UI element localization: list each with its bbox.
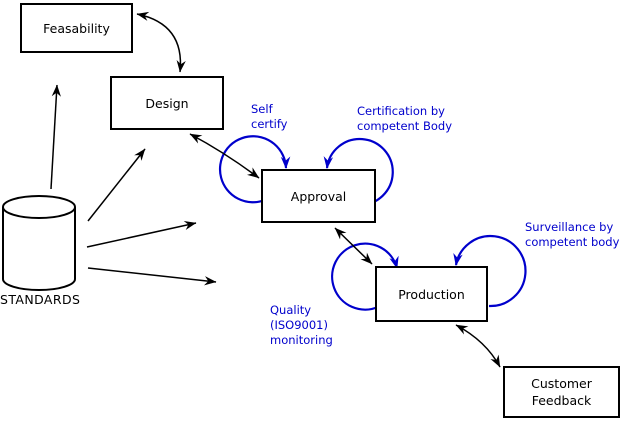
edge-feasability-design bbox=[136, 11, 186, 73]
annotation-surveillance-by-competent-body: Surveillance by competent body bbox=[525, 220, 620, 249]
database-cylinder-shape bbox=[2, 195, 76, 291]
node-design: Design bbox=[110, 76, 224, 130]
edge-production-feedback bbox=[455, 324, 501, 368]
node-design-label: Design bbox=[145, 95, 189, 111]
edge-standards-design bbox=[87, 148, 146, 222]
node-feasability: Feasability bbox=[20, 3, 133, 53]
node-production-label: Production bbox=[398, 286, 465, 302]
edge-standards-approval bbox=[86, 220, 197, 248]
node-customer-feedback: Customer Feedback bbox=[503, 366, 620, 418]
node-approval: Approval bbox=[261, 169, 376, 223]
annotation-quality-iso9001-monitoring: Quality (ISO9001) monitoring bbox=[270, 303, 333, 347]
node-production: Production bbox=[375, 266, 488, 322]
edge-standards-feasability bbox=[50, 84, 61, 190]
edge-approval-production bbox=[334, 227, 373, 265]
annotation-certification-by-competent-body: Certification by competent Body bbox=[357, 104, 453, 133]
node-approval-label: Approval bbox=[290, 188, 347, 204]
cylinder-top-ellipse bbox=[2, 195, 76, 219]
standards-label: STANDARDS bbox=[0, 292, 81, 307]
node-customer-feedback-label: Customer Feedback bbox=[531, 376, 592, 408]
node-feasability-label: Feasability bbox=[43, 20, 110, 36]
edge-design-approval bbox=[189, 133, 260, 179]
annotation-self-certify: Self certify bbox=[251, 102, 288, 131]
loop-certification bbox=[323, 137, 394, 207]
loop-surveillance bbox=[453, 234, 527, 308]
edge-standards-production bbox=[87, 267, 217, 286]
